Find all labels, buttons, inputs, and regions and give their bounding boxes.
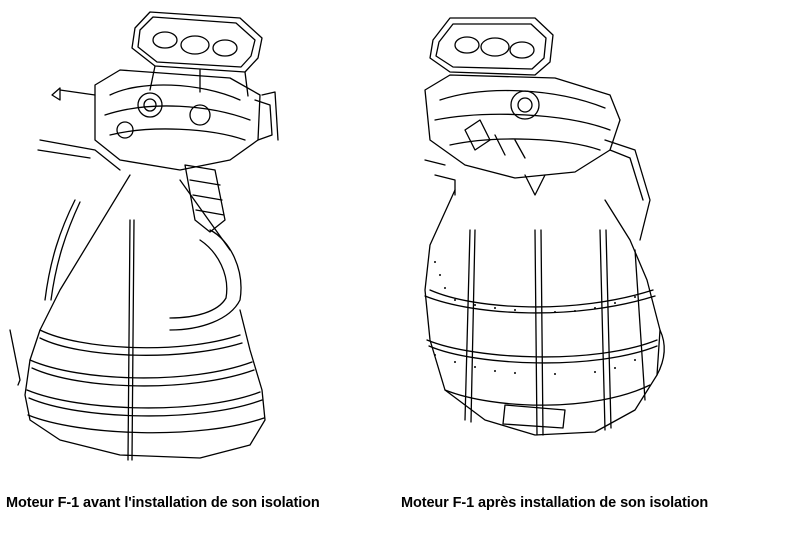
panel-engine-before: Moteur F-1 avant l'installation de son i…	[0, 0, 395, 546]
f1-engine-uninsulated-illustration	[0, 0, 395, 490]
caption-after: Moteur F-1 après installation de son iso…	[401, 495, 709, 511]
f1-engine-insulated-illustration	[395, 0, 791, 490]
panel-engine-after: Moteur F-1 après installation de son iso…	[395, 0, 791, 546]
caption-before: Moteur F-1 avant l'installation de son i…	[6, 495, 320, 511]
